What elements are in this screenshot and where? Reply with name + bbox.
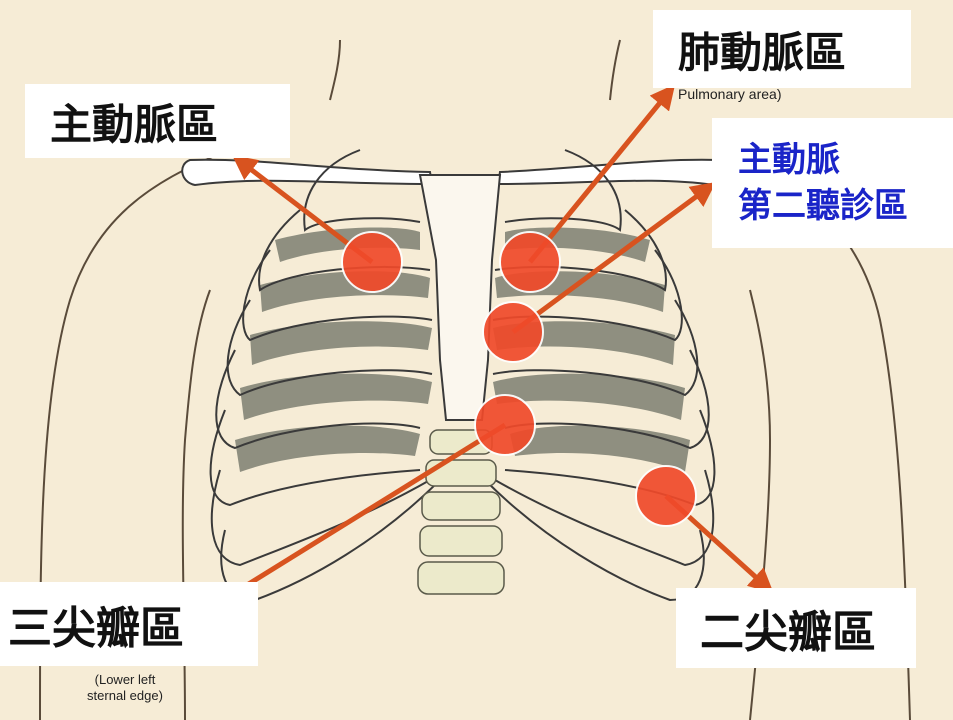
tricuspid-area-text: 三尖瓣區 (8, 592, 184, 656)
marker-pulmonary (500, 232, 560, 292)
tricuspid-area-label: 三尖瓣區 (0, 582, 258, 666)
pulmonary-english-label: Pulmonary area) (678, 86, 782, 102)
erb-point-label: 主動脈 第二聽診區 (712, 118, 953, 248)
mitral-area-text: 二尖瓣區 (700, 596, 876, 660)
aortic-area-label: 主動脈區 (25, 84, 290, 158)
erb-point-line1: 主動脈 (738, 137, 840, 183)
lower-left-sternal-edge-label: (Lower left sternal edge) (55, 672, 195, 704)
pulmonary-area-text: 肺動脈區 (678, 19, 846, 80)
marker-mitral (636, 466, 696, 526)
marker-tricuspid (475, 395, 535, 455)
erb-point-line2: 第二聽診區 (738, 183, 908, 229)
pulmonary-area-label: 肺動脈區 (653, 10, 911, 88)
sternum (420, 175, 500, 420)
marker-aortic (342, 232, 402, 292)
aortic-area-text: 主動脈區 (50, 91, 218, 152)
marker-erb (483, 302, 543, 362)
mitral-area-label: 二尖瓣區 (676, 588, 916, 668)
